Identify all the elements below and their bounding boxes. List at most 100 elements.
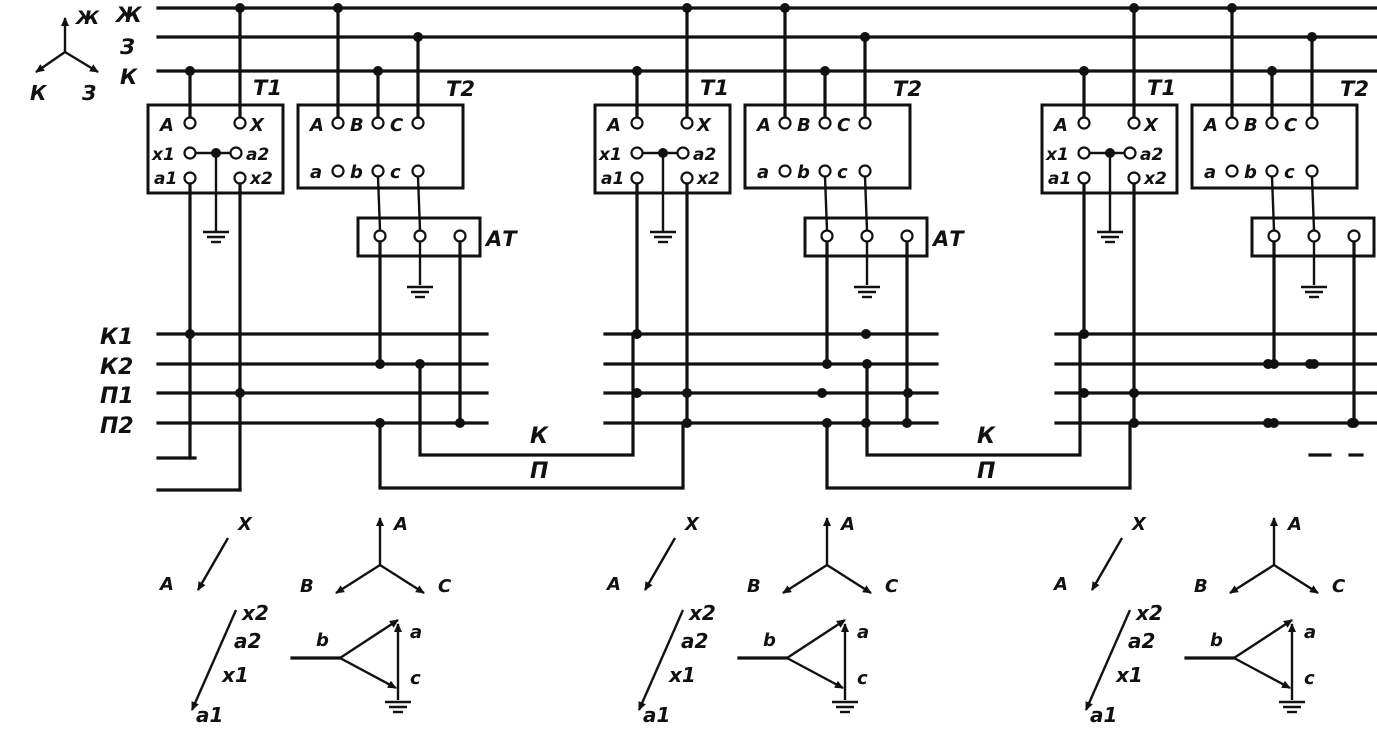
t2-label: Т2 (893, 77, 922, 101)
vector-label: c (1304, 668, 1315, 689)
vector-label: a2 (681, 629, 708, 653)
vector-label: X (1131, 514, 1147, 535)
junction-dot (333, 3, 343, 13)
phase-legend-left-label: К (30, 81, 48, 105)
t2-label: Т2 (1340, 77, 1369, 101)
t2-to-at (376, 176, 382, 231)
junction-dot (861, 329, 871, 339)
phase-legend-up-label: Ж (74, 7, 100, 29)
return-wire-p (378, 421, 685, 490)
t2-terminal-label: b (350, 162, 363, 183)
junction-dot (862, 359, 872, 369)
junction-dot (373, 66, 383, 76)
t2-terminal-label: a (1204, 162, 1216, 183)
t1-primary-vector (643, 537, 677, 591)
ground-icon (385, 700, 411, 714)
vector-label: x2 (1135, 601, 1163, 625)
terminal (183, 171, 197, 185)
t1-terminal-label: x2 (1143, 169, 1167, 189)
t1-primary-vector (196, 537, 230, 591)
terminal (1127, 171, 1141, 185)
t2-terminal-label: c (837, 162, 848, 183)
bus-label-k1: К1 (100, 325, 133, 350)
terminal (1225, 116, 1239, 130)
t1-terminal-label: X (696, 115, 712, 136)
vector-label: A (1286, 514, 1302, 535)
vector-label: C (1332, 576, 1346, 597)
terminal (676, 146, 690, 160)
vector-label: A (605, 574, 621, 595)
vector-label: B (300, 576, 314, 597)
junction-dot (1129, 388, 1139, 398)
t2-terminal-label: b (797, 162, 810, 183)
terminal (331, 116, 345, 130)
terminal (820, 229, 834, 243)
terminal (1305, 164, 1319, 178)
vector-label: C (438, 576, 452, 597)
junction-dot (413, 32, 423, 42)
phase-arrow-left (35, 51, 66, 73)
terminal (778, 164, 792, 178)
t1-label: Т1 (700, 76, 729, 100)
phase-legend: Ж К З (30, 7, 100, 105)
vector-label: a1 (1090, 703, 1117, 727)
terminal (818, 164, 832, 178)
terminal (858, 164, 872, 178)
vector-label: a (410, 622, 422, 643)
t1-terminal-label: x1 (598, 145, 622, 165)
t2-vector-b (1229, 563, 1275, 595)
bus-label-z: З (119, 35, 135, 59)
junction-dot (1269, 418, 1279, 428)
junction-dot (1267, 66, 1277, 76)
t2-to-at (1310, 176, 1316, 231)
junction-dot (860, 32, 870, 42)
terminal (630, 146, 644, 160)
junction-dot (1349, 418, 1359, 428)
bus-label-k: К (120, 65, 138, 89)
junction-dot (822, 359, 832, 369)
terminal (371, 164, 385, 178)
terminal (331, 164, 345, 178)
ground-icon (1097, 230, 1123, 244)
t2-vector-c (379, 563, 425, 595)
junction-dot (375, 359, 385, 369)
bus-label-zh: Ж (114, 3, 143, 27)
terminal (183, 146, 197, 160)
junction-dot (822, 418, 832, 428)
terminal (900, 229, 914, 243)
t1-terminal-label: x1 (151, 145, 175, 165)
t2-secondary-bc (339, 656, 397, 690)
t2-terminal-label: a (310, 162, 322, 183)
bus-label-p2: П2 (100, 414, 134, 439)
terminal (1265, 116, 1279, 130)
junction-dot (415, 359, 425, 369)
t1-terminal-label: a1 (601, 169, 624, 189)
terminal (1305, 116, 1319, 130)
t2-terminal-label: b (1244, 162, 1257, 183)
terminal (818, 116, 832, 130)
vector-label: b (763, 630, 776, 651)
t2-terminal-label: B (350, 115, 364, 136)
t2-secondary-bc (1233, 656, 1291, 690)
t1-terminal-label: X (1143, 115, 1159, 136)
t1-label: Т1 (1147, 76, 1176, 100)
terminal (860, 229, 874, 243)
t1-primary-vector (1090, 537, 1124, 591)
t2-to-at (823, 176, 829, 231)
vector-label: a (857, 622, 869, 643)
t2-secondary-ba (1233, 618, 1293, 660)
t2-terminal-label: A (1202, 115, 1218, 136)
t1-terminal-label: a1 (1048, 169, 1071, 189)
terminal (680, 116, 694, 130)
middle-bus-labels: К1 К2 П1 П2 (100, 325, 134, 439)
t1-terminal-label: x2 (249, 169, 273, 189)
terminal (1265, 164, 1279, 178)
vector-label: X (237, 514, 253, 535)
vector-label: x2 (688, 601, 716, 625)
ground-icon (203, 230, 229, 244)
t2-terminal-label: B (797, 115, 811, 136)
